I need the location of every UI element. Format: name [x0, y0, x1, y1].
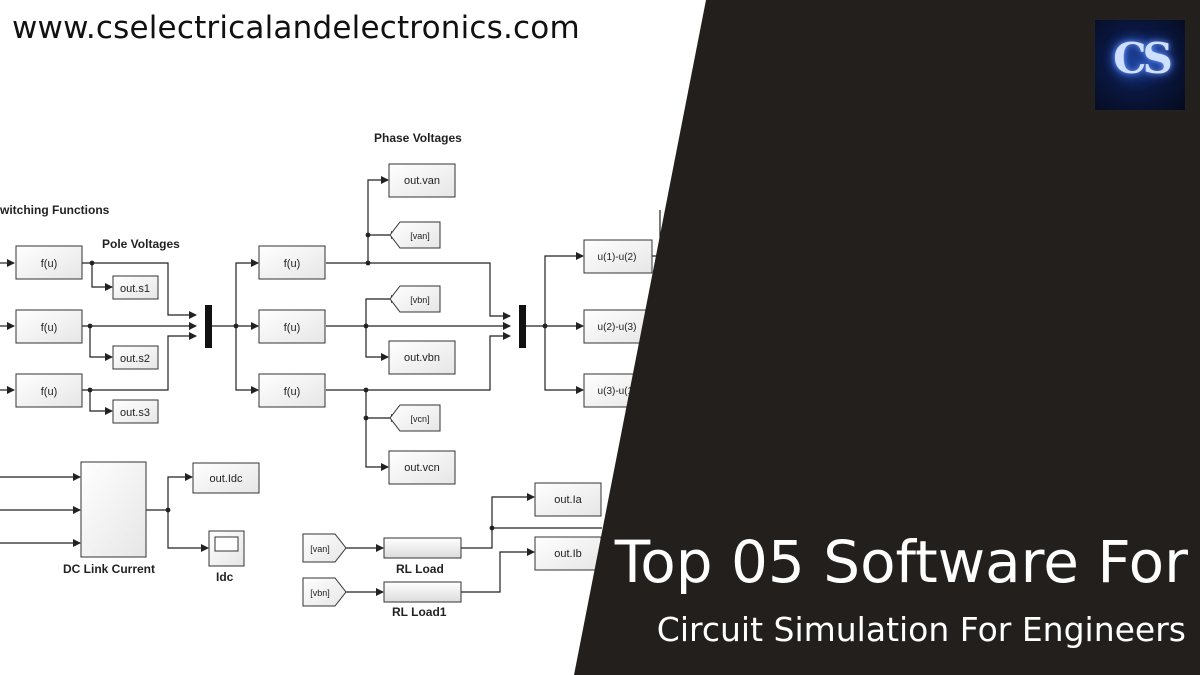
goto-tag-van[interactable]: [389, 221, 441, 249]
from-vbn-label: [vbn]: [310, 588, 330, 598]
from-tag-vbn[interactable]: [302, 577, 347, 607]
out-s3-label: out.s3: [120, 407, 150, 419]
out-ia-label: out.Ia: [554, 494, 582, 506]
out-van-label: out.van: [404, 175, 440, 187]
difference-block-12[interactable]: [583, 239, 653, 274]
diff-12-label: u(1)-u(2): [598, 252, 637, 263]
mux-bar: [519, 305, 526, 348]
rl-load1-caption: RL Load1: [392, 605, 447, 619]
diff-31-label: u(3)-u(1): [598, 386, 637, 397]
rl-load-block[interactable]: [383, 537, 462, 559]
mux-bar: [205, 305, 212, 348]
site-url[interactable]: www.cselectricalandelectronics.com: [12, 10, 580, 46]
out-vbn-label: out.vbn: [404, 352, 440, 364]
goto-tag-vcn[interactable]: [389, 404, 441, 432]
title-panel: [574, 0, 1200, 675]
output-block-ib[interactable]: [534, 536, 602, 571]
output-block-s2[interactable]: [112, 345, 159, 370]
out-s2-label: out.s2: [120, 353, 150, 365]
cs-logo-icon: CS: [1094, 19, 1186, 111]
dc-link-block[interactable]: [80, 461, 147, 558]
fu-label: f(u): [41, 322, 58, 334]
switching-function-block[interactable]: [15, 373, 83, 408]
idc-caption: Idc: [216, 570, 234, 584]
output-block-idc[interactable]: [192, 462, 260, 494]
rl-load-caption: RL Load: [396, 562, 444, 576]
out-s1-label: out.s1: [120, 283, 150, 295]
phase-voltages-caption: Phase Voltages: [374, 131, 462, 145]
goto-van-label: [van]: [410, 231, 430, 241]
logo-text: CS: [1113, 34, 1173, 83]
fu-label: f(u): [284, 386, 301, 398]
output-block-s1[interactable]: [112, 275, 159, 300]
fu-label: f(u): [41, 258, 58, 270]
goto-vcn-label: [vcn]: [410, 414, 429, 424]
diff-23-label: u(2)-u(3): [598, 322, 637, 333]
goto-vbn-label: [vbn]: [410, 295, 430, 305]
phase-function-block[interactable]: [258, 245, 326, 280]
rl-load1-block[interactable]: [383, 581, 462, 603]
out-ib-label: out.Ib: [554, 548, 582, 560]
switching-functions-caption: witching Functions: [0, 203, 110, 217]
switching-function-block[interactable]: [15, 309, 83, 344]
phase-function-block[interactable]: [258, 309, 326, 344]
fu-label: f(u): [284, 258, 301, 270]
fu-label: f(u): [284, 322, 301, 334]
scope-icon[interactable]: [208, 530, 245, 567]
phase-function-block[interactable]: [258, 373, 326, 408]
out-vcn-label: out.vcn: [404, 462, 439, 474]
goto-tag-vbn[interactable]: [389, 285, 441, 313]
fu-label: f(u): [41, 386, 58, 398]
from-van-label: [van]: [310, 544, 330, 554]
output-block-s3[interactable]: [112, 399, 159, 424]
dc-link-current-caption: DC Link Current: [63, 562, 155, 576]
output-block-vcn[interactable]: [388, 450, 456, 485]
switching-function-block[interactable]: [15, 245, 83, 280]
out-idc-label: out.Idc: [209, 473, 243, 485]
output-block-ia[interactable]: [534, 482, 602, 517]
headline: Top 05 Software For: [614, 528, 1188, 596]
pole-voltages-caption: Pole Voltages: [102, 237, 180, 251]
output-block-vbn[interactable]: [388, 340, 456, 375]
from-tag-van[interactable]: [302, 533, 347, 563]
subheadline: Circuit Simulation For Engineers: [656, 610, 1186, 649]
output-block-van[interactable]: [388, 163, 456, 198]
